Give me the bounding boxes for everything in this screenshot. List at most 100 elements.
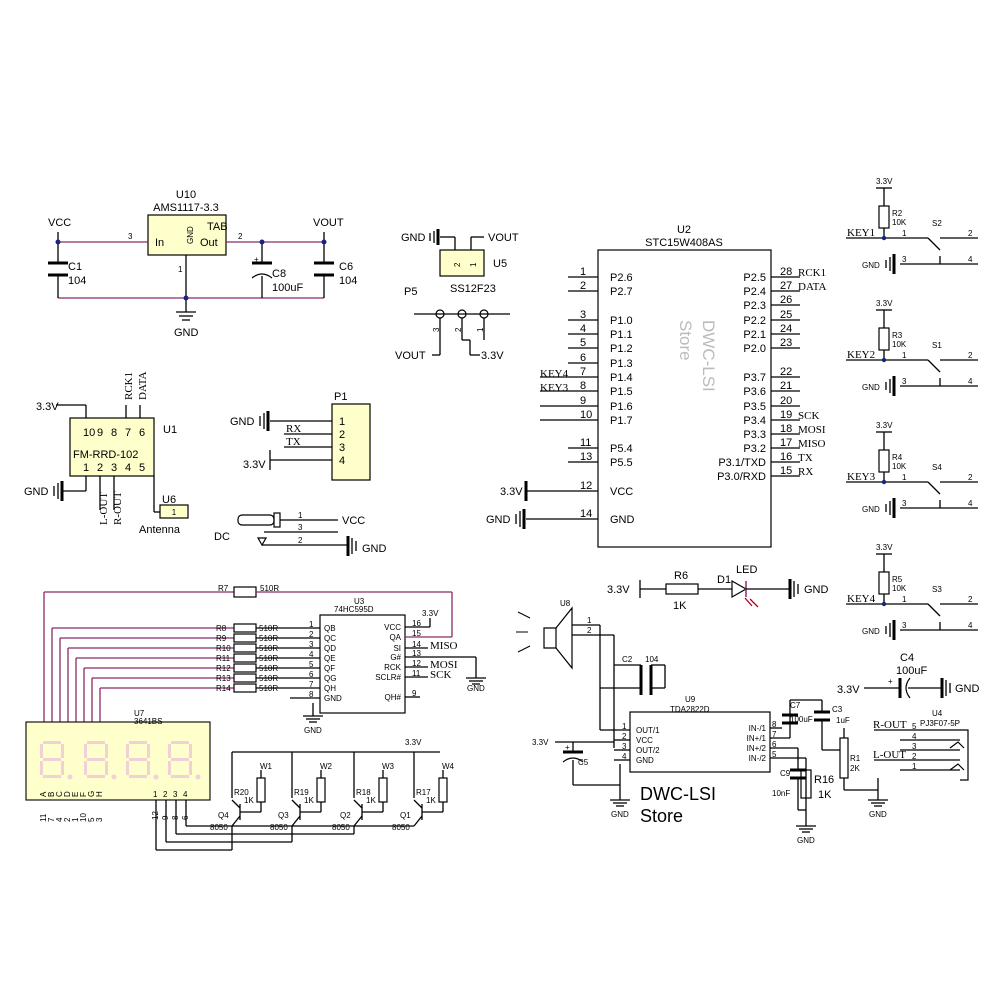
u2-lpin-num-12: 12 — [580, 480, 592, 492]
u8-ref: U8 — [560, 599, 571, 608]
u5-gnd: GND — [401, 232, 426, 244]
trans-v33: 3.3V — [405, 738, 422, 747]
u1-data: DATA — [137, 371, 149, 400]
u1-v33: 3.3V — [36, 401, 59, 413]
trans-q-ref: Q1 — [400, 811, 411, 820]
key-p2: 2 — [968, 473, 973, 482]
key-p2: 2 — [968, 595, 973, 604]
trans-resistor — [378, 777, 388, 803]
u2-lpin-num-14: 14 — [580, 508, 592, 520]
u7-digit-4 — [168, 741, 201, 780]
key-resistor — [878, 571, 890, 595]
key-gnd: GND — [862, 261, 880, 270]
u6-ref: U6 — [162, 494, 176, 506]
u2-rpin-sig-21: P3.6 — [743, 386, 766, 398]
u2-lpin-sig-4: P1.1 — [610, 329, 633, 341]
u3-lpin-sig-1: QB — [324, 624, 336, 633]
dc-jack: DC VCC GND 1 3 2 — [214, 511, 387, 556]
u9-rpin-sig-6: IN+/2 — [747, 744, 767, 753]
r7-body — [233, 586, 257, 598]
u10-out: Out — [200, 237, 218, 249]
d1-ref: D1 — [717, 574, 731, 586]
u7-dig-num-4: 4 — [183, 790, 188, 799]
u3-rpin-sig-13: G# — [390, 653, 401, 662]
trans-r-value: 1K — [366, 796, 376, 805]
watermark-line1: DWC-LSI — [640, 784, 716, 804]
u9-lpin-sig-4: GND — [636, 756, 654, 765]
u3-res-body-R11 — [233, 653, 257, 663]
u9-lpin-num-2: 2 — [622, 732, 627, 741]
u3-res-body-R10 — [233, 643, 257, 653]
p5-p2: 2 — [454, 327, 463, 332]
u7-seg-pin-1: 1 — [71, 817, 80, 822]
u2-lpin-num-11: 11 — [580, 437, 591, 449]
u2-lpin-sig-13: P5.5 — [610, 457, 633, 469]
u2-lpin-num-1: 1 — [580, 266, 586, 278]
u9-rpin-num-6: 6 — [772, 740, 777, 749]
key-junction — [881, 601, 887, 607]
u2-lpin-sig-1: P2.6 — [610, 272, 633, 284]
key-p2: 2 — [968, 229, 973, 238]
u7-digit-1 — [40, 741, 73, 780]
u2-rpin-sig-18: P3.3 — [743, 429, 766, 441]
svg-text:+: + — [565, 743, 570, 752]
u9-part: TDA2822D — [670, 705, 710, 714]
key-p1: 1 — [902, 229, 907, 238]
trans-q-ref: Q3 — [278, 811, 289, 820]
u1-ref: U1 — [163, 424, 177, 436]
u3-lpin-sig-2: QC — [324, 634, 336, 643]
u2-lpin-sig-5: P1.2 — [610, 343, 633, 355]
u2-rpin-num-26: 26 — [780, 294, 792, 306]
u7-segment — [105, 761, 108, 775]
u2-rpin-num-17: 17 — [780, 437, 792, 449]
u9-rpin-num-8: 8 — [772, 720, 777, 729]
u10-in: In — [155, 237, 164, 249]
key-r-ref: R3 — [892, 331, 903, 340]
u3-lpin-num-6: 6 — [309, 670, 314, 679]
u7-dp — [111, 774, 117, 780]
key-p4: 4 — [968, 499, 973, 508]
u2-rpin-num-23: 23 — [780, 337, 792, 349]
watermark-vertical-1: DWC-LSI — [699, 320, 718, 392]
p1-ref: P1 — [334, 391, 347, 403]
u2-lpin-sig-11: P5.4 — [610, 443, 633, 455]
trans-r-value: 1K — [426, 796, 436, 805]
u3-res-ref-R11: R11 — [216, 654, 231, 663]
u2-rpin-num-18: 18 — [780, 423, 792, 435]
u7-segment — [168, 761, 171, 775]
u1-body — [69, 417, 155, 477]
key-p2: 2 — [968, 351, 973, 360]
r7-value: 510R — [260, 584, 279, 593]
u3-rpin-sig-14: SI — [393, 644, 401, 653]
u9-body — [629, 711, 771, 773]
u2-key4: KEY4 — [540, 368, 569, 380]
trans-q-part: 8050 — [332, 823, 350, 832]
u5-vout-top: VOUT — [488, 232, 519, 244]
key-net: KEY3 — [847, 471, 876, 483]
u2-lpin-num-6: 6 — [580, 352, 586, 364]
trans-q-ref: Q4 — [218, 811, 229, 820]
u2-lpin-num-3: 3 — [580, 309, 586, 321]
u2-ref: U2 — [677, 224, 691, 236]
u6-antenna: Antenna — [139, 524, 181, 536]
watermark-line2: Store — [640, 806, 683, 826]
c2-ref: C2 — [622, 655, 633, 664]
p1-pin-4: 4 — [339, 455, 345, 467]
u3-res-val-R8: 510R — [259, 624, 278, 633]
u9-lpin-num-3: 3 — [622, 742, 627, 751]
u2-rpin-num-20: 20 — [780, 395, 792, 407]
u2-rpin-net-MOSI: MOSI — [798, 424, 826, 436]
u3-rpin-num-13: 13 — [412, 649, 421, 658]
u5-p2: 2 — [453, 262, 462, 267]
p5-ref: P5 — [404, 286, 417, 298]
c4-gnd: GND — [955, 683, 980, 695]
c5-ref: C5 — [578, 758, 589, 767]
trans-r-ref: R20 — [234, 788, 249, 797]
u3-res-val-R12: 510R — [259, 664, 278, 673]
u2-rpin-sig-22: P3.7 — [743, 372, 766, 384]
